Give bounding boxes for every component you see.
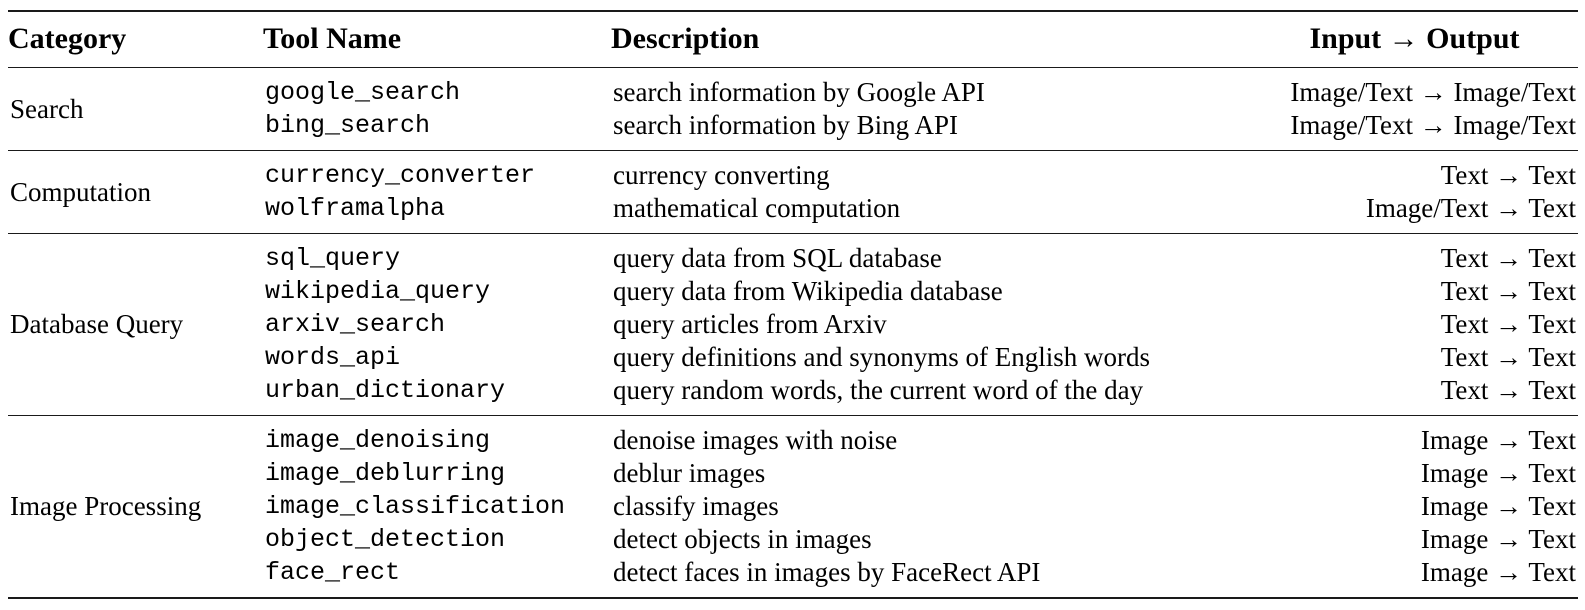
column-header-io: Input → Output	[1309, 22, 1520, 55]
tool-table-container: Category Tool Name Description Input → O…	[0, 10, 1585, 610]
tool-name: wolframalpha	[265, 194, 446, 223]
category-cell: Computation	[10, 176, 151, 207]
description-text: detect objects in images	[613, 524, 872, 554]
tool-name: object_detection	[265, 525, 506, 554]
category-cell: Database Query	[10, 309, 184, 339]
description-text: detect faces in images by FaceRect API	[613, 557, 1041, 587]
tool-name-cell-lines: google_search bing_search	[263, 68, 611, 150]
tool-name: image_classification	[265, 492, 566, 521]
category-cell: Search	[10, 93, 84, 124]
io-text: Text → Text	[1440, 375, 1576, 405]
description-text: mathematical computation	[613, 193, 901, 223]
description-text: classify images	[613, 491, 779, 521]
tool-name: currency_converter	[265, 161, 536, 190]
io-text: Text → Text	[1440, 309, 1576, 339]
description-text: query definitions and synonyms of Englis…	[613, 342, 1150, 372]
io-text: Image → Text	[1420, 557, 1576, 587]
column-header-category: Category	[8, 22, 127, 55]
table-row: Image Processing image_denoising image_deb…	[8, 416, 1578, 598]
rule-group-0	[8, 67, 1578, 68]
io-text: Image → Text	[1420, 524, 1576, 554]
column-header-tool-name: Tool Name	[263, 22, 402, 55]
description-text: query random words, the current word of …	[613, 375, 1144, 405]
tool-name: google_search	[265, 78, 461, 107]
io-text: Image/Text → Text	[1365, 193, 1576, 223]
tool-table: Category Tool Name Description Input → O…	[8, 10, 1578, 600]
table-row: Computation currency_converter wolframalph…	[8, 151, 1578, 234]
rule-group-1	[8, 150, 1578, 151]
rule-group-2	[8, 233, 1578, 234]
description-text: search information by Google API	[613, 77, 985, 107]
description-text: currency converting	[613, 160, 830, 190]
io-text: Text → Text	[1440, 276, 1576, 306]
description-text: query data from Wikipedia database	[613, 276, 1003, 306]
io-text: Image → Text	[1420, 425, 1576, 455]
table-row: Search google_search bing_search search inf…	[8, 68, 1578, 151]
tool-name-cell: google_search bing_search	[263, 68, 611, 151]
io-text: Image → Text	[1420, 458, 1576, 488]
io-text: Text → Text	[1440, 342, 1576, 372]
rule-bottom	[8, 597, 1578, 600]
tool-name: face_rect	[265, 558, 401, 587]
io-text: Image/Text → Image/Text	[1290, 77, 1576, 107]
tool-name: bing_search	[265, 111, 431, 140]
tool-name: sql_query	[265, 244, 401, 273]
tool-name: urban_dictionary	[265, 376, 506, 405]
tool-name: arxiv_search	[265, 310, 446, 339]
tool-name: words_api	[265, 343, 401, 372]
header-row: Category Tool Name Description Input → O…	[8, 12, 1578, 68]
tool-name: image_denoising	[265, 426, 491, 455]
tool-name-cell-lines: currency_converter wolframalpha	[263, 151, 611, 233]
tool-name: wikipedia_query	[265, 277, 491, 306]
tool-name-cell-lines: image_denoising image_deblurring image_cla…	[263, 416, 611, 597]
table-body: Search google_search bing_search search inf…	[8, 67, 1578, 600]
description-text: denoise images with noise	[613, 425, 898, 455]
tool-name-cell: currency_converter wolframalpha	[263, 151, 611, 234]
io-text: Text → Text	[1440, 160, 1576, 190]
description-text: search information by Bing API	[613, 110, 958, 140]
tool-name-cell: image_denoising image_deblurring image_cla…	[263, 416, 611, 598]
table-header: Category Tool Name Description Input → O…	[8, 10, 1578, 68]
io-text: Text → Text	[1440, 243, 1576, 273]
category-cell: Image Processing	[10, 491, 202, 521]
io-text: Image/Text → Image/Text	[1290, 110, 1576, 140]
io-text: Image → Text	[1420, 491, 1576, 521]
rule-group-3	[8, 415, 1578, 416]
description-text: deblur images	[613, 458, 766, 488]
description-text: query data from SQL database	[613, 243, 942, 273]
description-text: query articles from Arxiv	[613, 309, 887, 339]
column-header-description: Description	[611, 22, 760, 55]
tool-name: image_deblurring	[265, 459, 506, 488]
